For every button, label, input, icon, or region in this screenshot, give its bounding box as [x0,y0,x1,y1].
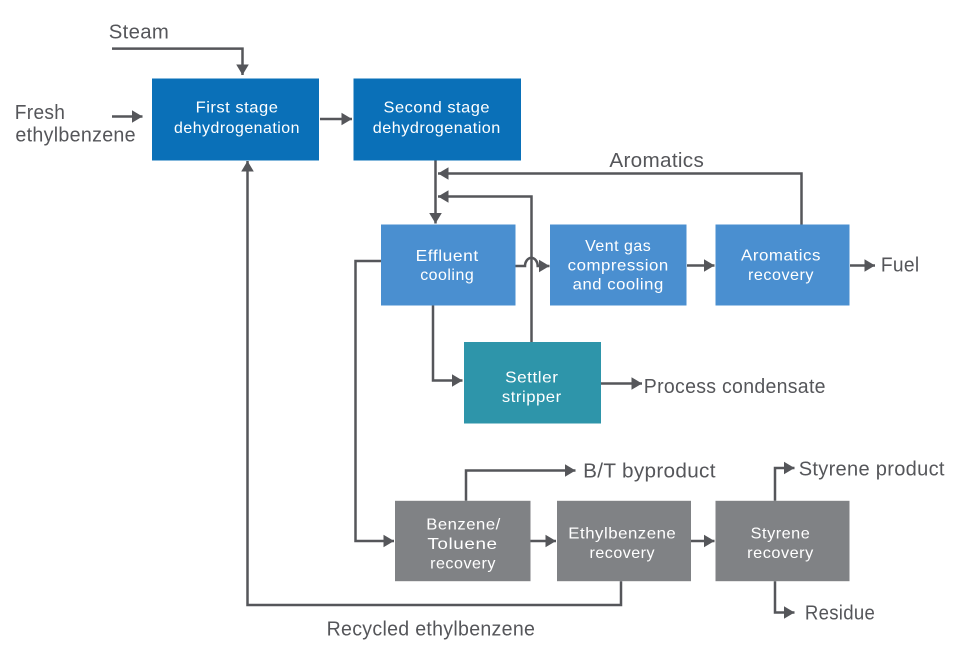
svg-text:ethylbenzene: ethylbenzene [15,125,135,147]
svg-text:First stage: First stage [196,100,279,117]
svg-text:Styrene product: Styrene product [799,459,945,481]
svg-text:Effluent: Effluent [416,248,479,265]
svg-text:Process condensate: Process condensate [644,376,826,398]
svg-text:cooling: cooling [420,267,474,284]
svg-text:stripper: stripper [502,389,562,406]
svg-text:Ethylbenzene: Ethylbenzene [568,526,676,543]
svg-text:Steam: Steam [109,22,169,44]
svg-text:Settler: Settler [505,369,559,386]
svg-text:Recycled ethylbenzene: Recycled ethylbenzene [327,619,536,641]
svg-text:Benzene/: Benzene/ [426,517,501,534]
svg-text:dehydrogenation: dehydrogenation [373,120,501,137]
svg-text:Second stage: Second stage [384,100,491,117]
svg-text:Vent gas: Vent gas [585,238,651,255]
svg-text:dehydrogenation: dehydrogenation [174,120,300,137]
svg-text:recovery: recovery [430,556,496,573]
svg-text:recovery: recovery [590,545,656,562]
svg-text:Aromatics: Aromatics [609,150,704,172]
svg-text:compression: compression [568,257,669,274]
svg-text:recovery: recovery [747,545,814,562]
svg-text:Toluene: Toluene [427,536,497,553]
svg-text:recovery: recovery [748,267,814,284]
svg-text:Styrene: Styrene [751,526,811,543]
svg-text:B/T byproduct: B/T byproduct [583,461,716,483]
svg-text:Fuel: Fuel [881,255,920,277]
svg-text:Residue: Residue [805,603,875,625]
svg-text:Aromatics: Aromatics [741,247,821,264]
svg-text:Fresh: Fresh [15,102,65,124]
svg-text:and cooling: and cooling [573,277,664,294]
